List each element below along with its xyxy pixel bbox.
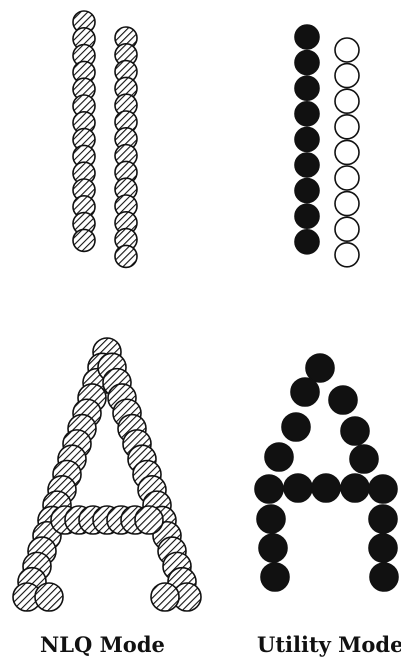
utility-dot — [257, 505, 285, 533]
utility-dot — [341, 417, 369, 445]
utility-dot — [335, 115, 359, 139]
utility-hollow-column — [335, 38, 359, 267]
utility-dot — [295, 230, 319, 254]
utility-dot — [312, 474, 340, 502]
utility-columns-diagram — [295, 25, 359, 267]
utility-dot — [295, 25, 319, 49]
nlq-dot — [115, 245, 137, 267]
utility-dot — [350, 445, 378, 473]
nlq-right-column — [115, 27, 137, 267]
utility-dot — [335, 89, 359, 113]
utility-dot — [255, 475, 283, 503]
utility-dot — [295, 179, 319, 203]
utility-dot — [335, 140, 359, 164]
utility-letter-a — [255, 354, 398, 591]
utility-dot — [369, 534, 397, 562]
nlq-dot — [135, 506, 163, 534]
utility-dot — [295, 127, 319, 151]
nlq-columns-diagram — [73, 11, 137, 267]
utility-dot — [295, 51, 319, 75]
utility-filled-column — [295, 25, 319, 254]
nlq-mode-caption: NLQ Mode — [40, 632, 165, 657]
nlq-dot — [151, 583, 179, 611]
nlq-dot — [73, 229, 95, 251]
utility-dot — [335, 64, 359, 88]
utility-dot — [369, 475, 397, 503]
utility-dot — [370, 563, 398, 591]
utility-dot — [335, 192, 359, 216]
utility-dot — [261, 563, 289, 591]
utility-dot — [335, 243, 359, 267]
utility-dot — [295, 102, 319, 126]
utility-dot — [295, 204, 319, 228]
utility-mode-caption: Utility Mode — [257, 632, 401, 657]
utility-dot — [306, 354, 334, 382]
utility-dot — [295, 153, 319, 177]
utility-dot — [335, 217, 359, 241]
utility-dot — [259, 534, 287, 562]
utility-dot — [291, 378, 319, 406]
utility-dot — [329, 386, 357, 414]
nlq-letter-a — [13, 338, 201, 611]
nlq-dot — [35, 583, 63, 611]
utility-dot — [369, 505, 397, 533]
utility-dot — [284, 474, 312, 502]
dot-matrix-figure — [0, 0, 401, 620]
utility-dot — [282, 413, 310, 441]
utility-dot — [295, 76, 319, 100]
utility-dot — [341, 474, 369, 502]
utility-dot — [335, 38, 359, 62]
nlq-left-column — [73, 11, 95, 251]
utility-dot — [265, 443, 293, 471]
utility-dot — [335, 166, 359, 190]
